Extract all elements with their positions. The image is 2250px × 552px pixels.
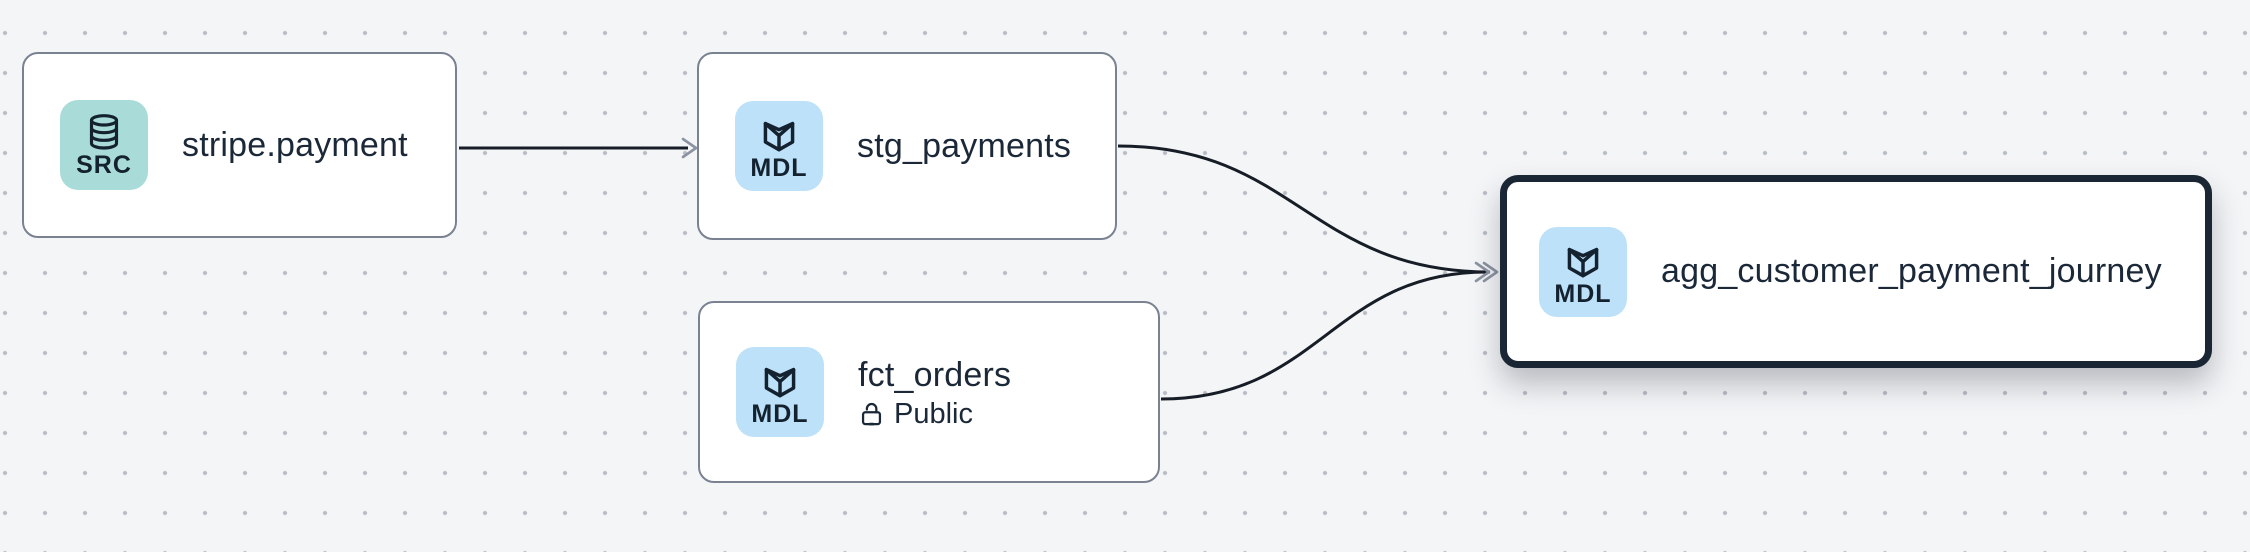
arrowhead-icon [681, 137, 698, 159]
node-stripe-payment[interactable]: SRC stripe.payment [22, 52, 457, 238]
access-row: Public [858, 397, 1011, 430]
model-badge: MDL [1539, 226, 1627, 317]
node-fct-orders[interactable]: MDL fct_orders Public [698, 301, 1160, 483]
node-stg-payments[interactable]: MDL stg_payments [697, 52, 1117, 240]
edge-fct-orders-to-agg-customer-payment-journey [1160, 270, 1488, 401]
cube-icon [757, 111, 801, 155]
badge-label: MDL [1554, 279, 1612, 308]
arrowhead-icon [1474, 261, 1491, 283]
unlock-icon [858, 401, 885, 428]
arrowhead-icon [1482, 261, 1499, 283]
badge-label: SRC [76, 151, 132, 179]
node-title: stripe.payment [182, 125, 408, 164]
model-badge: MDL [735, 101, 823, 191]
node-title: stg_payments [857, 126, 1072, 165]
cube-icon [1561, 237, 1605, 281]
cube-icon [758, 357, 802, 401]
badge-label: MDL [750, 154, 808, 182]
edge-stg-payments-to-agg-customer-payment-journey [1117, 144, 1491, 274]
access-label: Public [894, 397, 973, 430]
node-agg-customer-payment-journey[interactable]: MDL agg_customer_payment_journey [1500, 175, 2212, 368]
node-title: agg_customer_payment_journey [1661, 252, 2162, 290]
database-icon [84, 112, 124, 152]
badge-label: MDL [751, 400, 809, 428]
node-title: fct_orders [858, 355, 1012, 394]
source-badge: SRC [60, 100, 148, 190]
model-badge: MDL [736, 347, 824, 437]
